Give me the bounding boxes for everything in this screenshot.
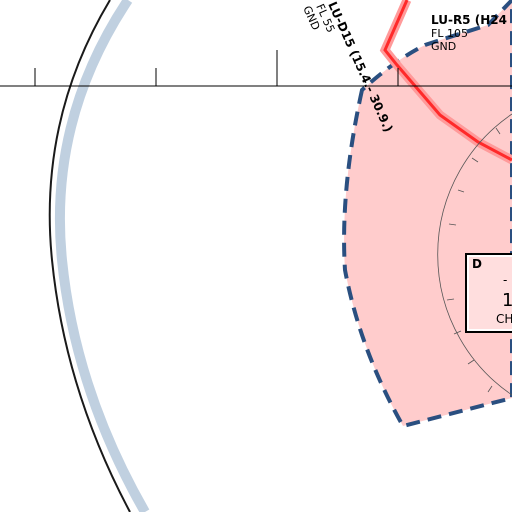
aerodrome-dash: - — [503, 273, 507, 287]
aerodrome-callsign: CH — [496, 312, 512, 326]
scale-ticks — [34, 50, 399, 86]
aerodrome-box-inner — [469, 257, 512, 329]
approach-circle — [437, 113, 512, 396]
lu-r5-boundary-inner — [383, 0, 512, 162]
lu-r5-name: LU-R5 (H24 — [431, 13, 507, 27]
aerodrome-frequency: 1 — [502, 290, 512, 311]
border-line — [48, 0, 131, 512]
border-band — [54, 0, 150, 512]
lu-r5-lower: GND — [431, 40, 456, 53]
approach-circle-ticks — [446, 127, 501, 393]
lu-d15-area — [342, 0, 512, 429]
airspace-class: D — [472, 257, 482, 271]
lu-r5-upper: FL 105 — [431, 27, 468, 40]
